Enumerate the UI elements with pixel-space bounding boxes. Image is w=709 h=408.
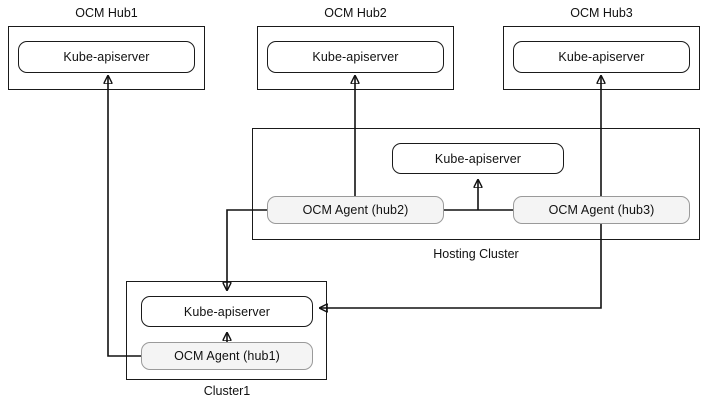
group-ocm-hub1 [8, 26, 205, 90]
node-hub2-kube-apiserver[interactable]: Kube-apiserver [267, 41, 444, 73]
label-ocm-hub3: OCM Hub3 [570, 6, 633, 20]
node-hosting-kube-apiserver[interactable]: Kube-apiserver [392, 143, 564, 174]
label-ocm-hub1: OCM Hub1 [75, 6, 138, 20]
label-hosting-cluster: Hosting Cluster [433, 247, 519, 261]
node-ocm-agent-hub2[interactable]: OCM Agent (hub2) [267, 196, 444, 224]
node-ocm-agent-hub3[interactable]: OCM Agent (hub3) [513, 196, 690, 224]
node-ocm-agent-hub1[interactable]: OCM Agent (hub1) [141, 342, 313, 370]
label-ocm-hub2: OCM Hub2 [324, 6, 387, 20]
label-cluster1: Cluster1 [203, 384, 251, 398]
node-cluster1-kube-apiserver[interactable]: Kube-apiserver [141, 296, 313, 327]
node-hub3-kube-apiserver[interactable]: Kube-apiserver [513, 41, 690, 73]
node-hub1-kube-apiserver[interactable]: Kube-apiserver [18, 41, 195, 73]
